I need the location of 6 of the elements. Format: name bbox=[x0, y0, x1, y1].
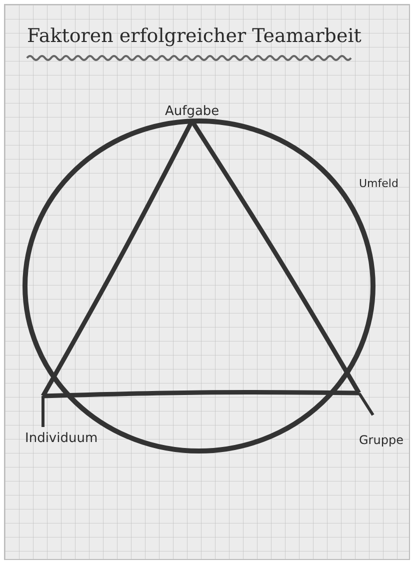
title: Faktoren erfolgreicher Teamarbeit bbox=[27, 25, 362, 47]
triangle-side bbox=[42, 390, 360, 398]
vertex-label: Gruppe bbox=[359, 433, 404, 447]
vertex-label: Aufgabe bbox=[165, 104, 220, 119]
circle-label: Umfeld bbox=[359, 177, 398, 190]
vertex-label: Individuum bbox=[25, 431, 98, 446]
